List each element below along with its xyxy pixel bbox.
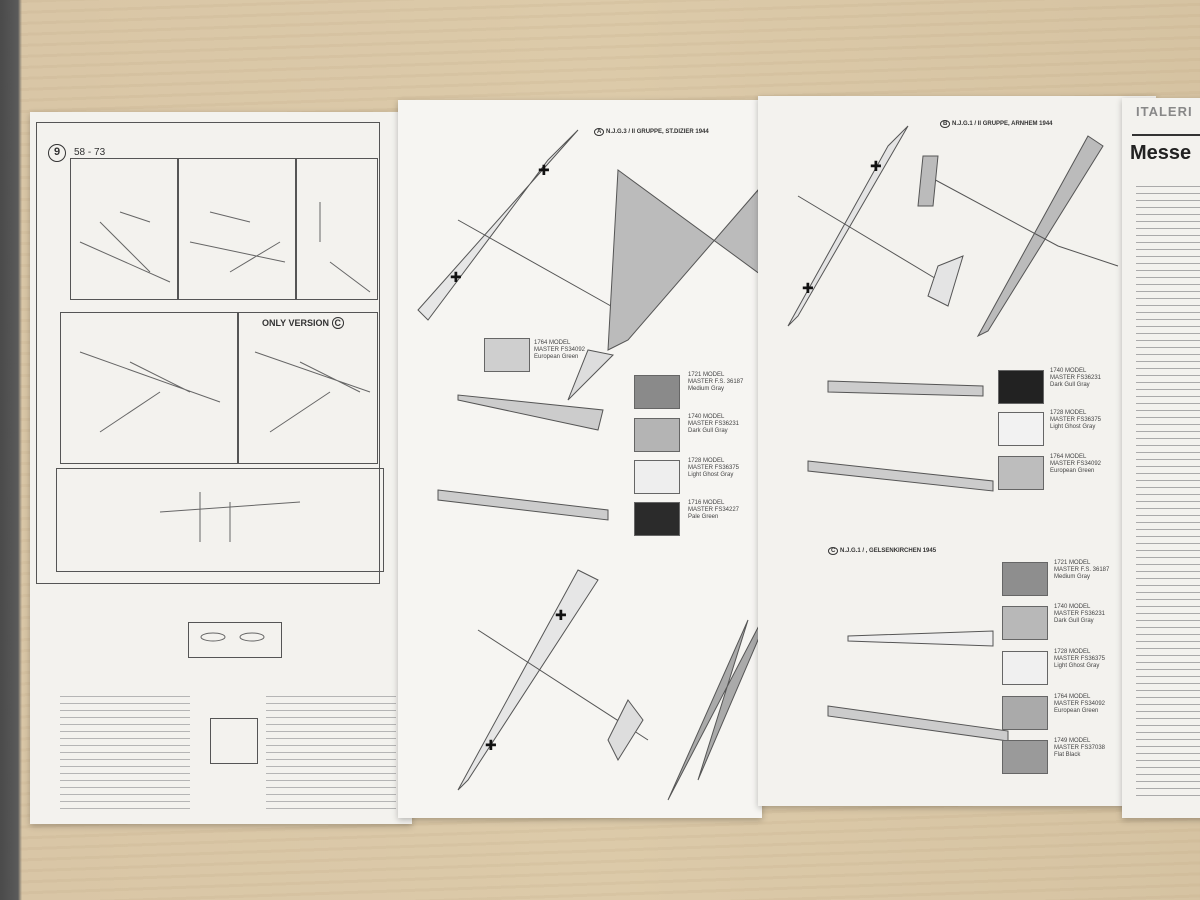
color-label: 1740 MODEL MASTER FS36231 Dark Gull Gray xyxy=(1054,604,1106,625)
color-label: 1721 MODEL MASTER F.S. 36187 Medium Gray xyxy=(1054,560,1110,581)
sub-step-2 xyxy=(178,158,296,300)
color-swatch xyxy=(1002,740,1048,774)
color-swatch xyxy=(484,338,530,372)
color-swatch xyxy=(998,370,1044,404)
color-label: 1716 MODEL MASTER FS34227 Pale Green xyxy=(688,500,740,521)
sub-step-6 xyxy=(56,468,384,572)
color-swatch xyxy=(1002,651,1048,685)
color-label: 1764 MODEL MASTER FS34092 European Green xyxy=(534,340,586,361)
aircraft-drawings-a: ✚ ✚ ✚ ✚ xyxy=(417,129,762,801)
color-label: 1764 MODEL MASTER FS34092 European Green xyxy=(1050,454,1102,475)
svg-text:✚: ✚ xyxy=(538,162,550,178)
svg-text:✚: ✚ xyxy=(485,737,497,753)
scheme-a-text: N.J.G.3 / II GRUPPE, ST.DIZIER 1944 xyxy=(606,129,709,135)
only-version-text: ONLY VERSION xyxy=(262,318,330,328)
aircraft-drawings-bc: ✚✚ xyxy=(787,125,1119,742)
scheme-b-letter: B xyxy=(940,120,951,128)
cover-text-lines xyxy=(1136,182,1200,802)
color-swatch xyxy=(634,460,680,494)
color-label: 1728 MODEL MASTER FS36375 Light Ghost Gr… xyxy=(1050,410,1102,431)
scheme-c-text: N.J.G.1 / , GELSENKIRCHEN 1945 xyxy=(840,548,937,554)
assembly-drawings xyxy=(79,202,371,642)
color-label: 1740 MODEL MASTER FS36231 Dark Gull Gray xyxy=(688,414,740,435)
color-label: 1721 MODEL MASTER F.S. 36187 Medium Gray xyxy=(688,372,744,393)
brand-logo: ITALERI xyxy=(1136,104,1193,119)
step-number: 9 xyxy=(48,144,66,162)
step-frame xyxy=(36,122,380,584)
color-swatch xyxy=(1002,606,1048,640)
instruction-text-lines-2 xyxy=(266,692,396,812)
svg-text:✚: ✚ xyxy=(870,158,882,174)
divider xyxy=(1132,134,1200,136)
cover-title: Messe xyxy=(1130,142,1192,164)
sub-step-5 xyxy=(238,312,378,464)
parts-range: 58 - 73 xyxy=(74,147,106,158)
scheme-c-title: C N.J.G.1 / , GELSENKIRCHEN 1945 xyxy=(828,547,937,555)
sub-step-1 xyxy=(70,158,178,300)
svg-text:✚: ✚ xyxy=(555,607,567,623)
cover-sheet: ITALERI Messe xyxy=(1122,98,1200,818)
decal-icon-box xyxy=(210,718,258,764)
only-version-label: ONLY VERSION C xyxy=(262,317,345,329)
instruction-text-lines xyxy=(60,692,190,812)
svg-text:✚: ✚ xyxy=(450,269,462,285)
scheme-b-title: B N.J.G.1 / II GRUPPE, ARNHEM 1944 xyxy=(940,120,1053,128)
color-label: 1728 MODEL MASTER FS36375 Light Ghost Gr… xyxy=(1054,649,1106,670)
color-label: 1740 MODEL MASTER FS36231 Dark Gull Gray xyxy=(1050,368,1102,389)
sub-step-3 xyxy=(296,158,378,300)
scheme-a-letter: A xyxy=(594,128,605,136)
color-label: 1728 MODEL MASTER FS36375 Light Ghost Gr… xyxy=(688,458,740,479)
scheme-b-text: N.J.G.1 / II GRUPPE, ARNHEM 1944 xyxy=(952,121,1053,127)
color-swatch xyxy=(634,375,680,409)
scheme-c-letter: C xyxy=(828,547,839,555)
color-label: 1749 MODEL MASTER FS37038 Flat Black xyxy=(1054,738,1106,759)
sub-step-4 xyxy=(60,312,238,464)
svg-text:✚: ✚ xyxy=(802,280,814,296)
color-label: 1764 MODEL MASTER FS34092 European Green xyxy=(1054,694,1106,715)
instruction-sheet-left: 9 58 - 73 ONLY VERSION C xyxy=(30,112,412,824)
color-swatch xyxy=(998,412,1044,446)
color-swatch xyxy=(634,502,680,536)
only-version-letter: C xyxy=(331,317,345,329)
decal-frame xyxy=(188,622,282,658)
painting-sheet-right: ✚✚ B N.J.G.1 / II GRUPPE, ARNHEM 1944 C … xyxy=(758,96,1156,806)
color-swatch xyxy=(998,456,1044,490)
color-swatch xyxy=(1002,562,1048,596)
color-swatch xyxy=(634,418,680,452)
painting-sheet-middle: ✚ ✚ ✚ ✚ A N.J.G.3 / II GRUPPE, ST.DIZIER 19… xyxy=(398,100,762,818)
scheme-a-title: A N.J.G.3 / II GRUPPE, ST.DIZIER 1944 xyxy=(594,128,709,136)
color-swatch xyxy=(1002,696,1048,730)
